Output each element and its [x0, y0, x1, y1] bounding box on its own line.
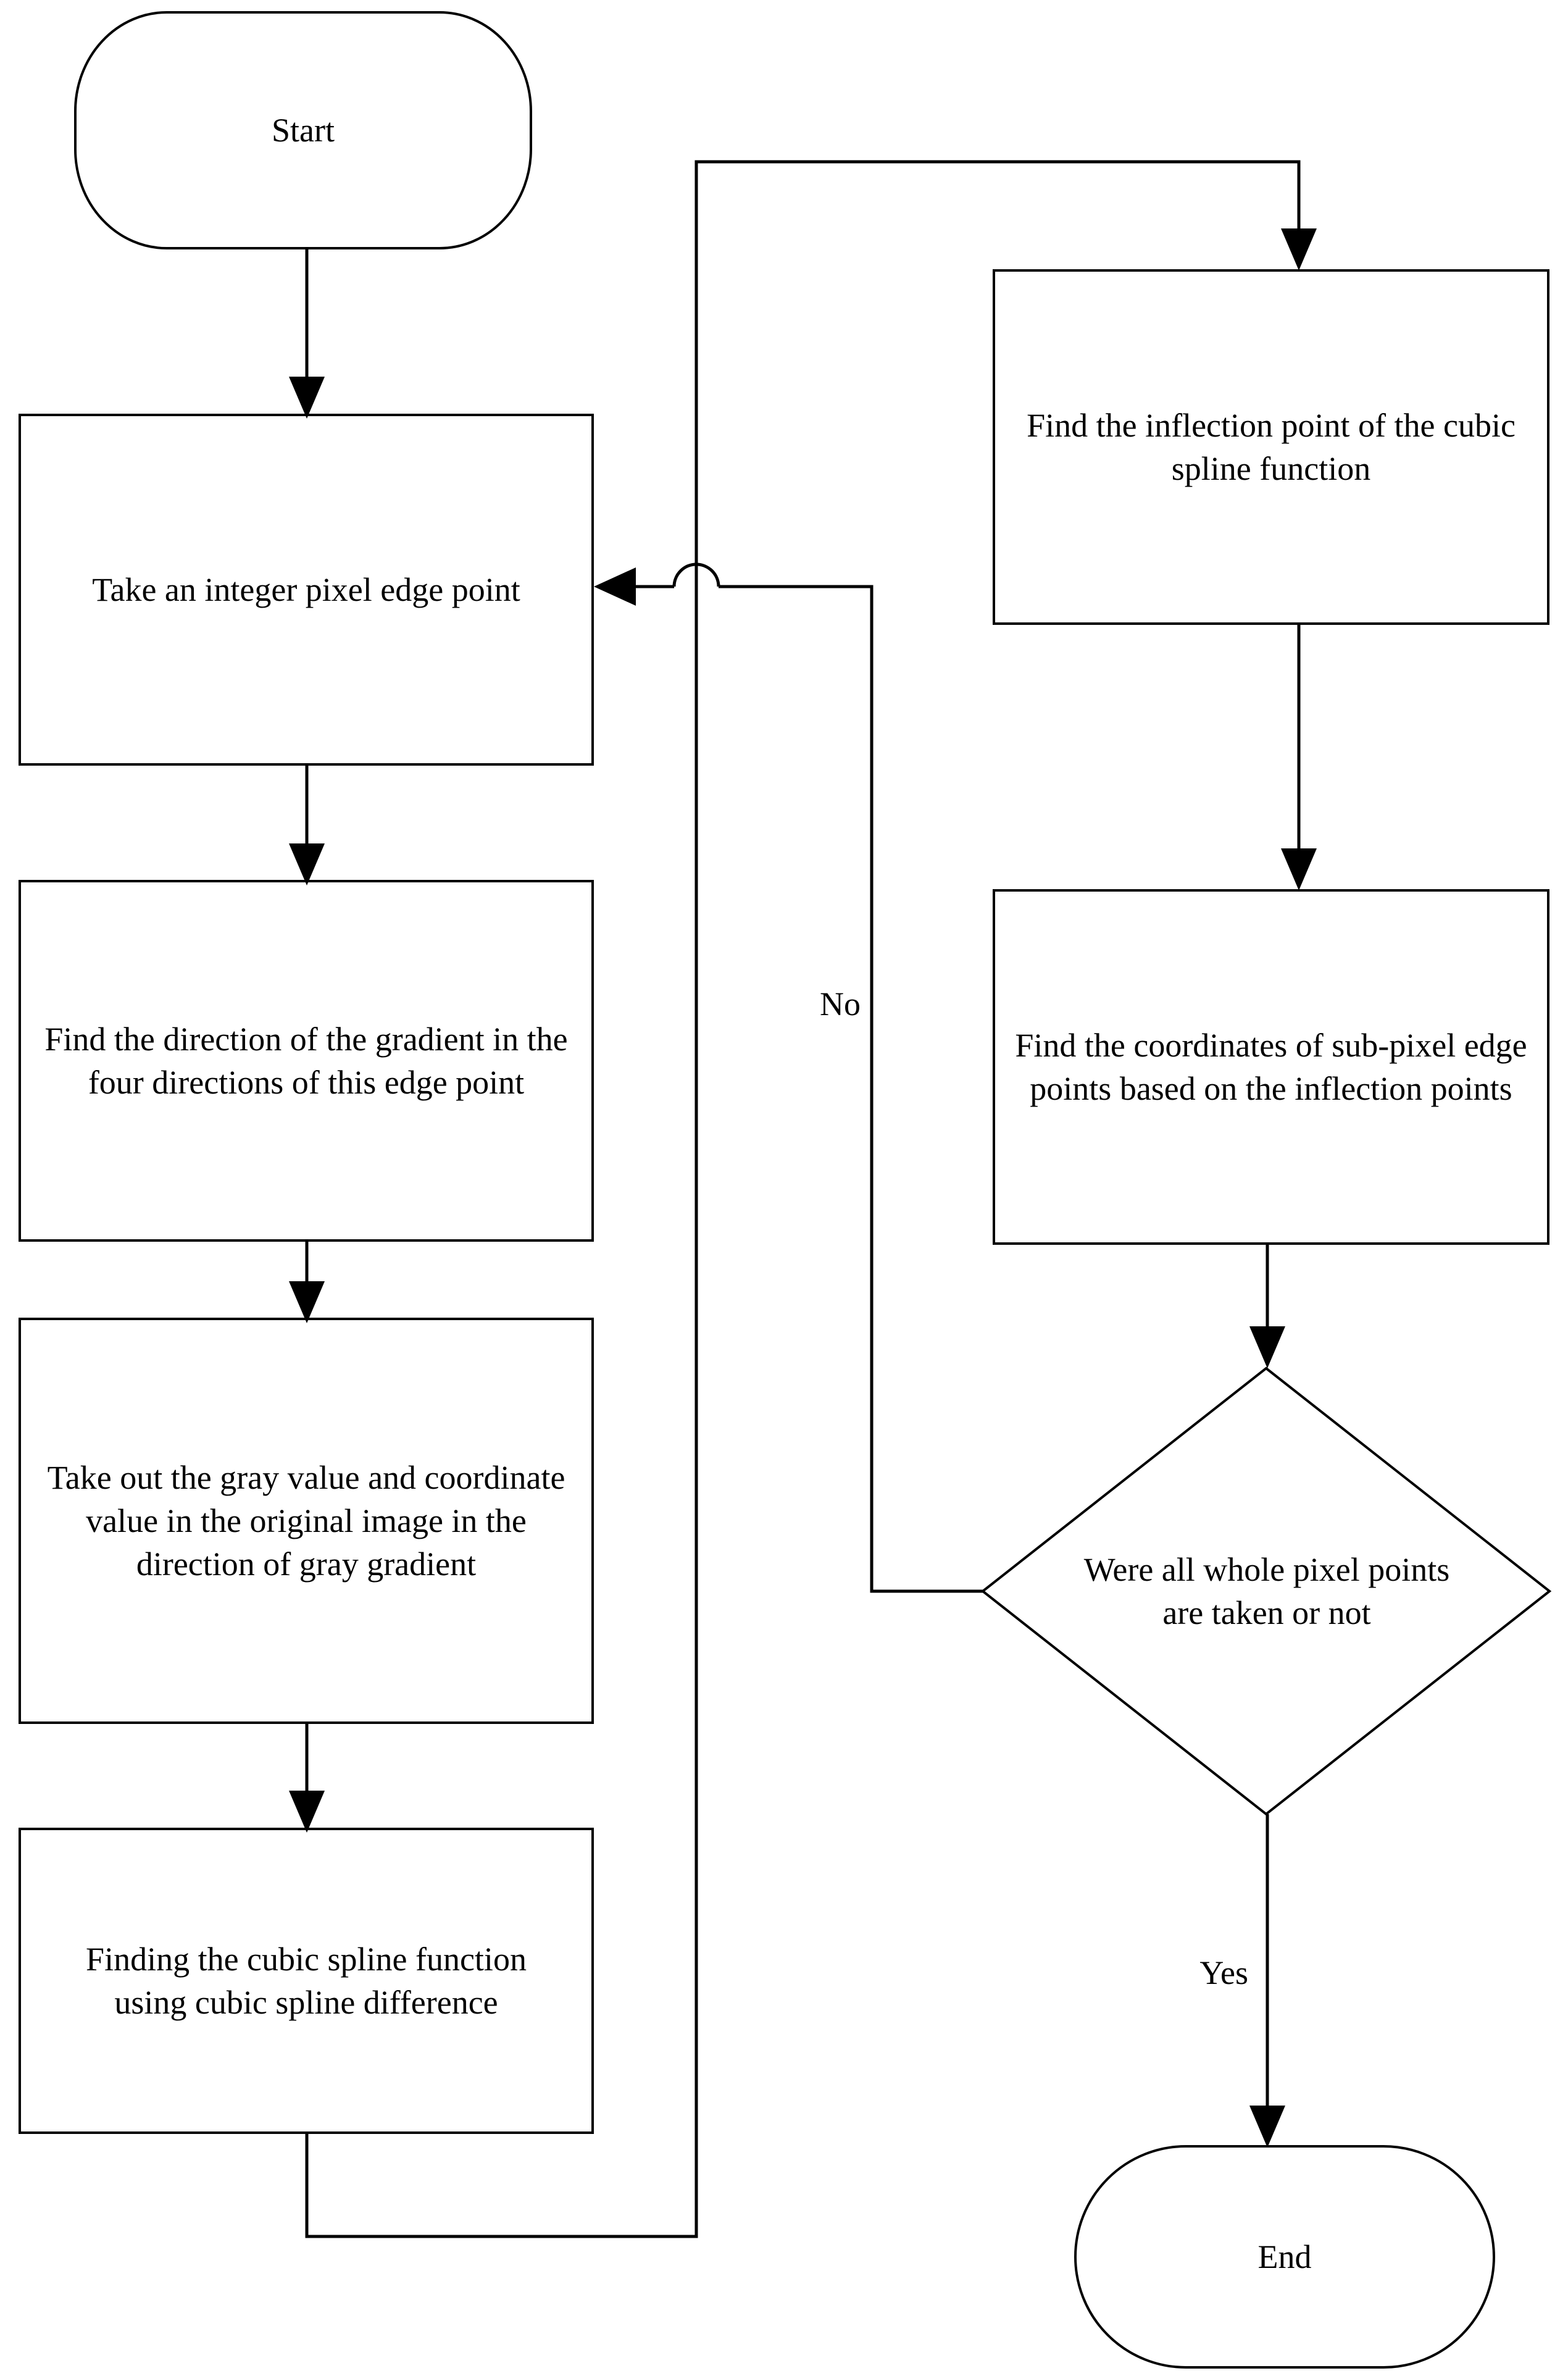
- arrowhead-start-to-take-integer-pixel: [289, 377, 325, 419]
- arrowhead-take-integer-pixel-to-find-gradient: [289, 843, 325, 885]
- arrowhead-decision-yes-to-end: [1249, 2106, 1285, 2148]
- edge-decision-no-to-take-integer-pixel: [719, 585, 983, 1593]
- edge-line-hop: [672, 563, 720, 587]
- node-shape-take-integer-pixel[interactable]: [19, 414, 594, 766]
- arrowhead-find-gradient-to-take-out-gray: [289, 1281, 325, 1323]
- arrowhead-decision-no-to-take-integer-pixel: [594, 567, 636, 606]
- arrowhead-find-cubic-spline-to-find-inflection-point: [1281, 228, 1317, 270]
- node-shape-find-gradient-direction[interactable]: [19, 880, 594, 1242]
- edge-find-cubic-spline-to-find-inflection-point: [305, 160, 1301, 2238]
- node-shape-find-inflection-point[interactable]: [993, 269, 1549, 625]
- edge-label-yes: Yes: [1195, 1955, 1253, 1991]
- node-shape-take-out-gray-value[interactable]: [19, 1318, 594, 1724]
- node-shape-start[interactable]: [74, 11, 532, 249]
- node-shape-find-subpixel-coords[interactable]: [993, 889, 1549, 1245]
- node-shape-all-points-taken[interactable]: [980, 1366, 1552, 1816]
- edge-label-no: No: [815, 986, 865, 1022]
- node-shape-end[interactable]: [1074, 2145, 1495, 2369]
- node-shape-find-cubic-spline[interactable]: [19, 1828, 594, 2134]
- arrowhead-take-out-gray-to-find-cubic-spline: [289, 1791, 325, 1833]
- arrowhead-find-inflection-point-to-find-subpixel-coords: [1281, 848, 1317, 890]
- arrowhead-find-subpixel-coords-to-decision: [1249, 1326, 1285, 1368]
